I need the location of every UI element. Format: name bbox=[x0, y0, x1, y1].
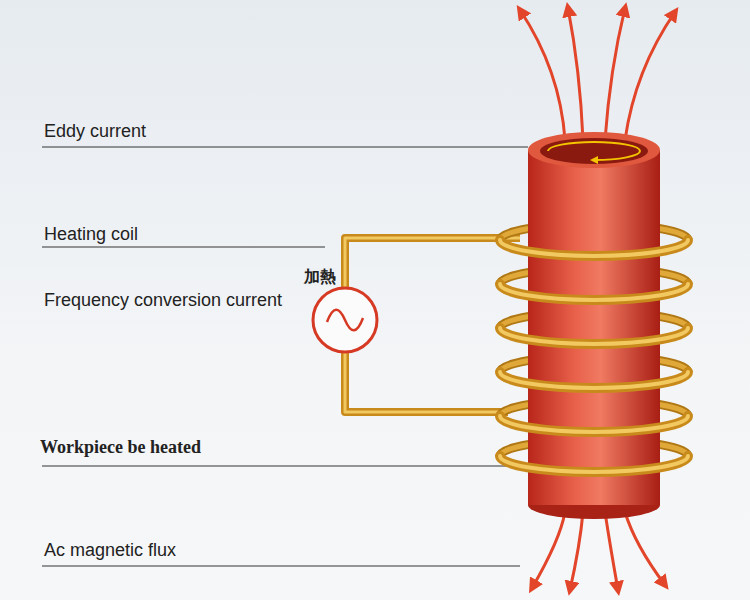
part-label: Ac magnetic flux bbox=[44, 540, 176, 561]
coil-winding bbox=[500, 284, 688, 300]
coil-winding bbox=[500, 328, 688, 344]
coil-winding bbox=[500, 240, 688, 256]
coil-winding bbox=[500, 372, 688, 388]
coil-winding bbox=[500, 284, 688, 300]
coil-winding bbox=[500, 240, 688, 256]
coil-winding bbox=[500, 456, 688, 472]
coil-winding bbox=[500, 328, 688, 344]
part-label: Eddy current bbox=[44, 121, 146, 142]
coil-winding bbox=[500, 416, 688, 432]
coil-winding bbox=[500, 372, 688, 388]
leader-lines bbox=[42, 147, 528, 566]
part-label: Frequency conversion current bbox=[44, 290, 284, 311]
workpiece-cylinder bbox=[528, 132, 660, 519]
part-label: Workpiece be heated bbox=[40, 437, 201, 458]
coil-winding bbox=[500, 416, 688, 432]
source-label: 加熱 bbox=[304, 268, 336, 286]
ac-source-symbol bbox=[313, 288, 377, 352]
part-label: Heating coil bbox=[44, 224, 138, 245]
coil-winding bbox=[500, 456, 688, 472]
